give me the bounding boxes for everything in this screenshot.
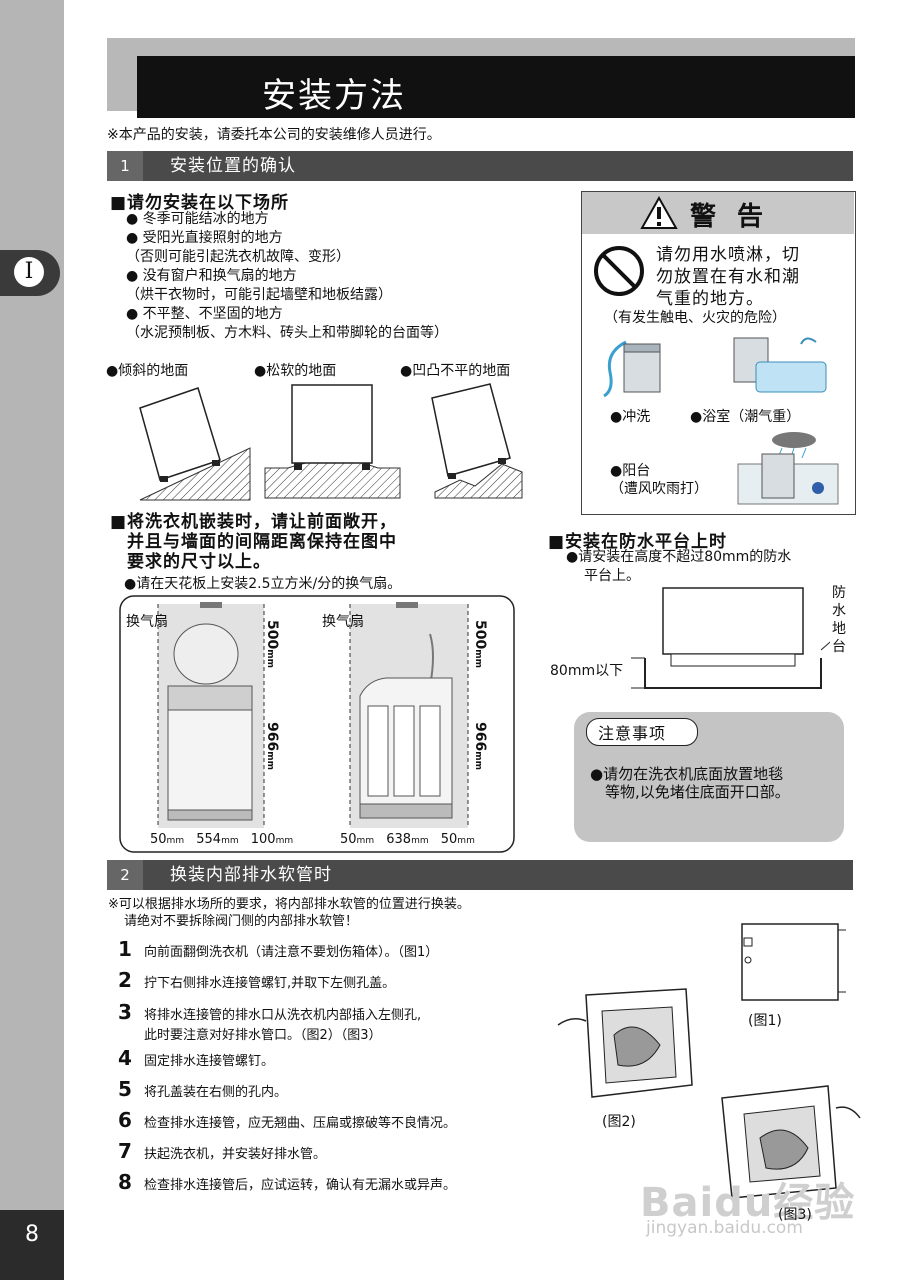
sidebar (0, 0, 64, 1280)
fan-label-front: 换气扇 (126, 614, 168, 630)
illus-label-balcony-note: （遭风吹雨打） (610, 481, 708, 497)
step-text-cont: 此时要注意对好排水管口。（图2）（图3） (144, 1028, 382, 1043)
illus-label-bath: ●浴室（潮气重） (690, 409, 801, 425)
warning-title: 警 告 (690, 202, 770, 232)
floor-label-uneven: ●凹凸不平的地面 (400, 363, 511, 379)
list-item: ● 冬季可能结冰的地方 (126, 211, 269, 227)
page-number: 8 (25, 1222, 39, 1247)
watermark-logo: Baidu经验 (640, 1180, 856, 1226)
forbidden-list: ● 冬季可能结冰的地方 ● 受阳光直接照射的地方 （否则可能引起洗衣机故障、变形… (126, 210, 448, 343)
warning-text: 请勿用水喷淋，切 勿放置在有水和潮 气重的地方。 (656, 245, 800, 309)
floor-illustrations (139, 383, 523, 501)
section2-title: 换装内部排水软管时 (170, 865, 332, 885)
chapter-marker: I (14, 257, 44, 287)
list-item: （水泥预制板、方木料、砖头上和带脚轮的台面等） (126, 325, 448, 341)
figure1-label: (图1) (748, 1013, 782, 1029)
page-title: 安装方法 (262, 76, 406, 116)
step-number: 7 (118, 1139, 132, 1163)
step-number: 1 (118, 937, 132, 961)
step-text: 检查排水连接管，应无翘曲、压扁或擦破等不良情况。 (144, 1116, 457, 1131)
platform-side-label: 防 水 地 台 (832, 585, 846, 655)
platform-diagram (631, 587, 830, 689)
section2-number: 2 (107, 860, 143, 890)
dim-front-top: 500mm (264, 620, 280, 668)
title-bar (137, 56, 855, 118)
dim-side-top: 500mm (472, 620, 488, 668)
dim-side-height: 966mm (472, 722, 488, 770)
figure2 (557, 988, 693, 1098)
section1-bar (107, 151, 853, 181)
builtin-diagram (119, 595, 515, 853)
step-number: 6 (118, 1108, 132, 1132)
step-number: 2 (118, 968, 132, 992)
step-text: 固定排水连接管螺钉。 (144, 1054, 275, 1069)
balcony-illustration (737, 432, 839, 505)
floor-label-soft: ●松软的地面 (254, 363, 337, 379)
caution-title: 注意事项 (598, 724, 667, 743)
install-note: ※本产品的安装，请委托本公司的安装维修人员进行。 (107, 127, 441, 143)
figure3-label: (图3) (778, 1207, 812, 1223)
warning-box (581, 191, 856, 515)
watermark-url: jingyan.baidu.com (646, 1218, 803, 1238)
step-text: 将孔盖装在右侧的孔内。 (144, 1085, 288, 1100)
floor-label-sloped: ●倾斜的地面 (106, 363, 189, 379)
caution-text: ●请勿在洗衣机底面放置地毯 等物,以免堵住底面开口部。 (590, 765, 790, 801)
builtin-sub: ●请在天花板上安装2.5立方米/分的换气扇。 (124, 576, 402, 592)
warning-illustrations (603, 337, 827, 398)
forbidden-heading: ■请勿安装在以下场所 (110, 193, 290, 213)
warning-triangle-icon (640, 196, 678, 229)
warning-header (582, 192, 854, 234)
step-text: 拧下右侧排水连接管螺钉,并取下左侧孔盖。 (144, 976, 396, 991)
section1-title: 安装位置的确认 (170, 156, 296, 176)
section2-bar (107, 860, 853, 890)
dim-front-bottom: 50mm 554mm 100mm (150, 832, 294, 847)
figure3 (721, 1085, 861, 1199)
list-item: ● 没有窗户和换气扇的地方 (126, 268, 297, 284)
list-item: （否则可能引起洗衣机故障、变形） (126, 249, 350, 265)
platform-height-label: 80mm以下 (550, 663, 624, 679)
fan-label-side: 换气扇 (322, 614, 364, 630)
figure1 (741, 923, 846, 1001)
dim-side-bottom: 50mm 638mm 50mm (340, 832, 475, 847)
section2-note: ※可以根据排水场所的要求，将内部排水软管的位置进行换装。 请绝对不要拆除阀门侧的… (108, 897, 470, 929)
step-number: 3 (118, 1000, 132, 1024)
step-text: 将排水连接管的排水口从洗衣机内部插入左侧孔, (144, 1008, 422, 1023)
step-text: 扶起洗衣机，并安装好排水管。 (144, 1147, 327, 1162)
warning-sub: （有发生触电、火灾的危险） (604, 310, 786, 326)
step-number: 5 (118, 1077, 132, 1101)
caution-pill (586, 718, 698, 746)
platform-text: ●请安装在高度不超过80mm的防水 平台上。 (566, 549, 792, 584)
list-item: （烘干衣物时，可能引起墙壁和地板结露） (126, 287, 392, 303)
step-number: 4 (118, 1046, 132, 1070)
step-text: 向前面翻倒洗衣机（请注意不要划伤箱体）。（图1） (144, 945, 439, 960)
section1-number: 1 (107, 151, 143, 181)
list-item: ● 不平整、不坚固的地方 (126, 306, 283, 322)
page-number-box (0, 1210, 64, 1280)
step-text: 检查排水连接管后，应试运转，确认有无漏水或异声。 (144, 1178, 457, 1193)
list-item: ● 受阳光直接照射的地方 (126, 230, 283, 246)
illus-label-balcony: ●阳台 (610, 463, 651, 479)
figure2-label: (图2) (602, 1114, 636, 1130)
step-number: 8 (118, 1170, 132, 1194)
illus-label-wash: ●冲洗 (610, 409, 651, 425)
builtin-heading: ■将洗衣机嵌装时，请让前面敞开， 并且与墙面的间隔距离保持在图中 要求的尺寸以上… (110, 512, 398, 572)
prohibited-icon (594, 246, 644, 296)
platform-heading: ■安装在防水平台上时 (548, 532, 728, 552)
dim-front-height: 966mm (264, 722, 280, 770)
